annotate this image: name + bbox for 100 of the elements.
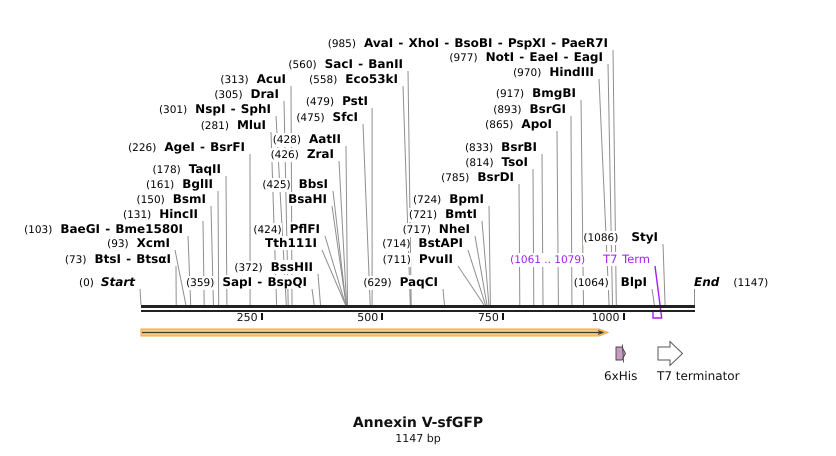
position-label: (1147) xyxy=(733,276,768,290)
leader-line xyxy=(652,288,655,306)
leader-line xyxy=(608,64,613,306)
position-label: (93) xyxy=(107,237,129,251)
position-label: (629) xyxy=(363,276,392,290)
leader-line xyxy=(612,50,617,306)
leader-line xyxy=(318,274,321,306)
enzyme-name: BsrDI xyxy=(477,170,514,184)
enzyme-name: TaqII xyxy=(188,162,221,176)
enzyme-name: AcuI xyxy=(256,72,286,86)
leader-line xyxy=(580,100,584,306)
enzyme-name: BsrGI xyxy=(529,102,566,116)
enzyme-name: XcmI xyxy=(136,236,170,250)
sequence-length-label: 1147 bp xyxy=(395,432,441,445)
leader-line xyxy=(210,206,214,306)
leader-line xyxy=(218,190,220,306)
position-label: (560) xyxy=(288,58,317,72)
position-label: (103) xyxy=(24,223,52,237)
position-label: (428) xyxy=(272,133,301,147)
enzyme-name: ZraI xyxy=(306,147,334,161)
ruler-label: 750 xyxy=(478,311,499,324)
position-label: (425) xyxy=(262,178,291,192)
enzyme-name: BaeGI - Bme1580I xyxy=(60,222,183,236)
enzyme-name: SapI - BspQI xyxy=(222,275,307,289)
leader-line xyxy=(332,206,347,306)
sequence-bar xyxy=(141,305,694,312)
leader-line xyxy=(556,130,559,306)
position-label: (305) xyxy=(214,88,243,102)
enzyme-name: AvaI - XhoI - BsoBI - PspXI - PaeR7I xyxy=(364,36,608,50)
leader-line xyxy=(482,220,490,306)
position-label: (73) xyxy=(64,253,86,267)
enzyme-name: HindIII xyxy=(549,65,594,79)
enzyme-name: BmtI xyxy=(445,207,477,221)
enzyme-name: DraI xyxy=(250,87,279,101)
enzyme-name: ApoI xyxy=(521,117,552,131)
position-label: (313) xyxy=(220,73,249,87)
position-label: (833) xyxy=(464,141,494,155)
map-title: Annexin V-sfGFP xyxy=(352,415,484,432)
enzyme-name: BpmI xyxy=(449,192,484,206)
leader-line xyxy=(474,236,488,306)
enzyme-name: SacI - BanII xyxy=(324,57,403,71)
feature-label: 6xHis xyxy=(604,369,638,383)
enzyme-name: SfcI xyxy=(332,110,358,124)
position-label: (426) xyxy=(270,148,299,162)
ruler-label: 500 xyxy=(357,311,378,324)
position-label: (785) xyxy=(441,171,470,185)
position-label: (424) xyxy=(253,223,282,237)
enzyme-name: Tth111I xyxy=(265,236,317,250)
position-label: (281) xyxy=(200,119,229,133)
feature-range-label: (1061 .. 1079) xyxy=(510,253,586,267)
position-label: (558) xyxy=(309,73,338,87)
position-label: (970) xyxy=(513,66,542,80)
enzyme-name: BbsI xyxy=(298,177,328,191)
leader-line xyxy=(662,244,666,306)
position-label: (711) xyxy=(382,253,411,267)
position-label: (865) xyxy=(485,118,514,132)
enzyme-name: AatII xyxy=(308,132,341,146)
enzyme-name: MluI xyxy=(236,118,266,132)
position-label: (301) xyxy=(158,103,188,117)
leader-line xyxy=(694,288,695,306)
leader-line xyxy=(488,206,491,306)
position-label: (1064) xyxy=(574,276,609,290)
leader-line xyxy=(346,146,348,306)
position-label: (178) xyxy=(152,163,181,177)
position-label: (475) xyxy=(296,111,325,125)
position-label: (717) xyxy=(402,223,431,237)
leader-line xyxy=(322,250,346,306)
leader-line xyxy=(542,154,544,306)
enzyme-name: BsmI xyxy=(172,192,206,206)
ruler-label: 1000 xyxy=(592,311,620,324)
position-label: (131) xyxy=(123,208,152,222)
enzyme-name: BssHII xyxy=(270,260,313,274)
position-label: (893) xyxy=(493,103,522,117)
position-label: (226) xyxy=(128,141,156,155)
leader-line xyxy=(312,288,315,306)
enzyme-name: PstI xyxy=(342,94,368,108)
leader-line xyxy=(458,266,485,306)
coding-region-feature xyxy=(139,326,611,339)
enzyme-name: PaqCI xyxy=(400,275,438,289)
enzyme-name: BtsI - BtsαI xyxy=(94,252,171,266)
enzyme-name: BglII xyxy=(182,177,213,191)
enzyme-name: PflFI xyxy=(290,222,320,236)
position-label: (479) xyxy=(306,95,334,109)
leader-line xyxy=(176,266,177,306)
leader-line xyxy=(532,168,534,306)
position-label: (721) xyxy=(408,208,438,222)
enzyme-name: BlpI xyxy=(620,275,647,289)
position-label: (917) xyxy=(496,87,524,101)
leader-line xyxy=(226,176,228,306)
position-label: (724) xyxy=(413,193,442,207)
position-label: (1086) xyxy=(583,231,618,245)
position-label: (814) xyxy=(465,156,494,170)
enzyme-name: BmgBI xyxy=(532,86,576,100)
position-label: (161) xyxy=(146,178,174,192)
position-label: (985) xyxy=(328,37,356,51)
leader-line xyxy=(140,288,142,306)
leader-line xyxy=(362,124,371,306)
position-label: (150) xyxy=(136,193,165,207)
leader-line xyxy=(372,108,373,306)
enzyme-name: AgeI - BsrFI xyxy=(164,140,245,154)
